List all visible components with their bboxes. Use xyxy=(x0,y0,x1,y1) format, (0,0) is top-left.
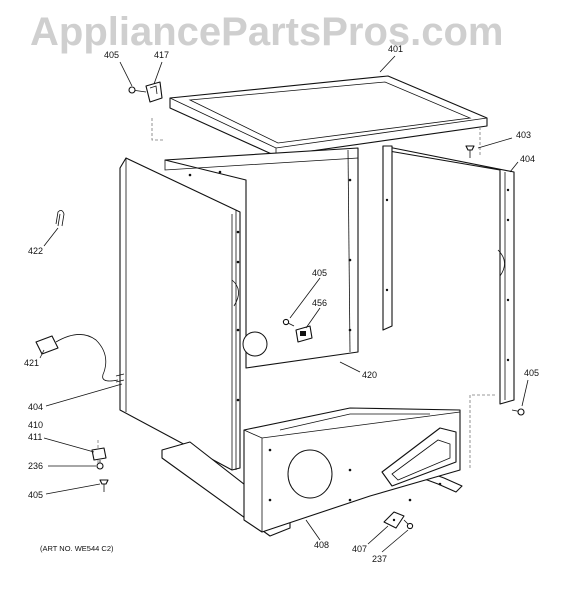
wire-clip xyxy=(55,210,65,227)
callout-410: 410 xyxy=(28,420,43,430)
clip xyxy=(383,511,405,529)
screw-lower-left xyxy=(99,479,109,492)
callout-403: 403 xyxy=(516,130,531,140)
callout-405-mid: 405 xyxy=(312,268,327,278)
leader-lines xyxy=(39,55,529,553)
top-panel xyxy=(169,75,488,157)
top-bracket xyxy=(145,81,163,103)
callout-404-left: 404 xyxy=(28,402,43,412)
right-side-panel xyxy=(382,145,515,405)
screw-terminal xyxy=(282,318,295,327)
callout-408: 408 xyxy=(314,540,329,550)
screw-clip xyxy=(403,519,414,530)
terminal-block xyxy=(295,325,313,343)
callout-404-right: 404 xyxy=(520,154,535,164)
callout-405-bottom: 405 xyxy=(28,490,43,500)
screw-right-top xyxy=(465,145,475,158)
callout-407: 407 xyxy=(352,544,367,554)
callout-405-right: 405 xyxy=(524,368,539,378)
leveling-leg-assembly xyxy=(91,447,107,470)
callout-421: 421 xyxy=(24,358,39,368)
screw-right xyxy=(511,408,525,416)
art-number: (ART NO. WE544 C2) xyxy=(40,544,114,553)
callout-405-top: 405 xyxy=(104,50,119,60)
base-frame xyxy=(161,407,463,537)
left-side-panel xyxy=(119,157,241,471)
callout-236: 236 xyxy=(28,461,43,471)
callout-237: 237 xyxy=(372,554,387,564)
callout-401: 401 xyxy=(388,44,403,54)
callout-411: 411 xyxy=(28,432,42,442)
callout-417: 417 xyxy=(154,50,169,60)
power-cord xyxy=(35,334,125,383)
callout-456: 456 xyxy=(312,298,327,308)
callout-420: 420 xyxy=(362,370,377,380)
rear-panel xyxy=(164,147,359,369)
screw-top xyxy=(128,86,147,94)
watermark-logo-text: AppliancePartsPros.com xyxy=(30,10,504,54)
callout-422: 422 xyxy=(28,246,43,256)
callout-labels: 405 417 401 403 404 422 405 456 421 420 … xyxy=(24,44,539,564)
